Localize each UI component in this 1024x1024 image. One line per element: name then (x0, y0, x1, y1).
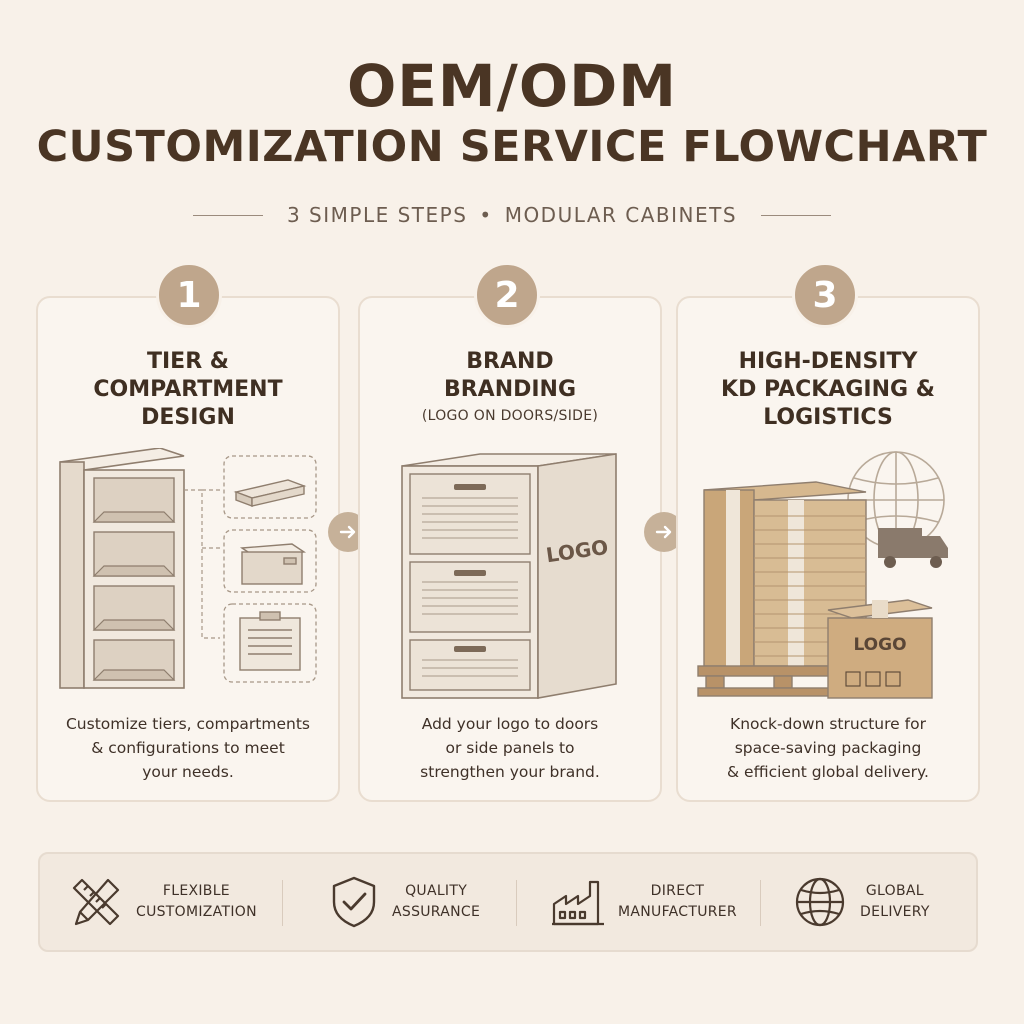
tagline-separator: • (479, 203, 493, 227)
step-3-badge: 3 (792, 262, 858, 328)
step-1-title-line: TIER & (146, 349, 229, 374)
box-logo-text: LOGO (853, 635, 906, 655)
feature-label: QUALITY ASSURANCE (392, 883, 481, 920)
step-card-3: HIGH-DENSITY KD PACKAGING & LOGISTICS (676, 296, 980, 802)
step-1-desc-line: your needs. (142, 763, 234, 781)
feature-global-delivery: GLOBAL DELIVERY (792, 854, 930, 950)
step-1-description: Customize tiers, compartments & configur… (38, 712, 338, 784)
feature-divider (282, 880, 283, 926)
tagline-rule-left (192, 214, 263, 216)
step-1-title-line: COMPARTMENT (93, 377, 283, 402)
feature-label: FLEXIBLE CUSTOMIZATION (136, 883, 257, 920)
step-2-desc-line: Add your logo to doors (421, 715, 599, 733)
step-1-desc-line: & configurations to meet (91, 739, 285, 757)
feature-flexible-customization: FLEXIBLE CUSTOMIZATION (68, 854, 257, 950)
tagline-steps: 3 SIMPLE STEPS (286, 203, 468, 227)
tagline-rule-right (761, 214, 832, 216)
step-3-desc-line: & efficient global delivery. (727, 763, 929, 781)
step-3-desc-line: space-saving packaging (734, 739, 922, 757)
step-1-title-line: DESIGN (141, 405, 235, 430)
step-2-title: BRAND BRANDING (360, 348, 660, 404)
ruler-pencil-icon (72, 878, 120, 926)
kd-packaging-illustration: LOGO (697, 451, 948, 699)
feature-direct-manufacturer: DIRECT MANUFACTURER (550, 854, 737, 950)
branded-cabinet-illustration: LOGO (401, 453, 617, 699)
features-bar: FLEXIBLE CUSTOMIZATION QUALITY ASSURANCE… (38, 852, 978, 952)
tagline-product: MODULAR CABINETS (504, 203, 738, 227)
tagline-row: 3 SIMPLE STEPS • MODULAR CABINETS (0, 200, 1024, 230)
step-3-title-line: LOGISTICS (763, 405, 893, 430)
step-2-title-line: BRAND (466, 349, 554, 374)
feature-divider (760, 880, 761, 926)
step-card-1: TIER & COMPARTMENT DESIGN (36, 296, 340, 802)
page-title: OEM/ODM (347, 52, 677, 120)
step-3-title-line: KD PACKAGING & (721, 377, 935, 402)
step-1-badge: 1 (156, 262, 222, 328)
step-1-desc-line: Customize tiers, compartments (65, 715, 310, 733)
step-2-desc-line: or side panels to (445, 739, 575, 757)
step-3-title: HIGH-DENSITY KD PACKAGING & LOGISTICS (678, 348, 978, 432)
step-card-2: BRAND BRANDING (LOGO ON DOORS/SIDE) (358, 296, 662, 802)
step-1-title: TIER & COMPARTMENT DESIGN (38, 348, 338, 432)
page-subtitle-title: CUSTOMIZATION SERVICE FLOWCHART (36, 122, 988, 172)
factory-icon (552, 880, 604, 926)
step-3-description: Knock-down structure for space-saving pa… (678, 712, 978, 784)
step-2-note: (LOGO ON DOORS/SIDE) (421, 408, 599, 424)
step-2-title-line: BRANDING (443, 377, 577, 402)
tagline: 3 SIMPLE STEPS • MODULAR CABINETS (287, 203, 737, 227)
step-2-description: Add your logo to doors or side panels to… (360, 712, 660, 784)
step-2-badge: 2 (474, 262, 540, 328)
feature-label: DIRECT MANUFACTURER (618, 883, 737, 920)
shield-check-icon (332, 876, 376, 928)
feature-divider (516, 880, 517, 926)
truck-icon (878, 528, 948, 568)
tier-cabinet-illustration (59, 448, 317, 689)
globe-icon (795, 877, 845, 927)
feature-label: GLOBAL DELIVERY (860, 883, 930, 920)
feature-quality-assurance: QUALITY ASSURANCE (328, 854, 480, 950)
step-2-desc-line: strengthen your brand. (420, 763, 600, 781)
step-3-title-line: HIGH-DENSITY (738, 349, 918, 374)
step-3-desc-line: Knock-down structure for (730, 715, 926, 733)
